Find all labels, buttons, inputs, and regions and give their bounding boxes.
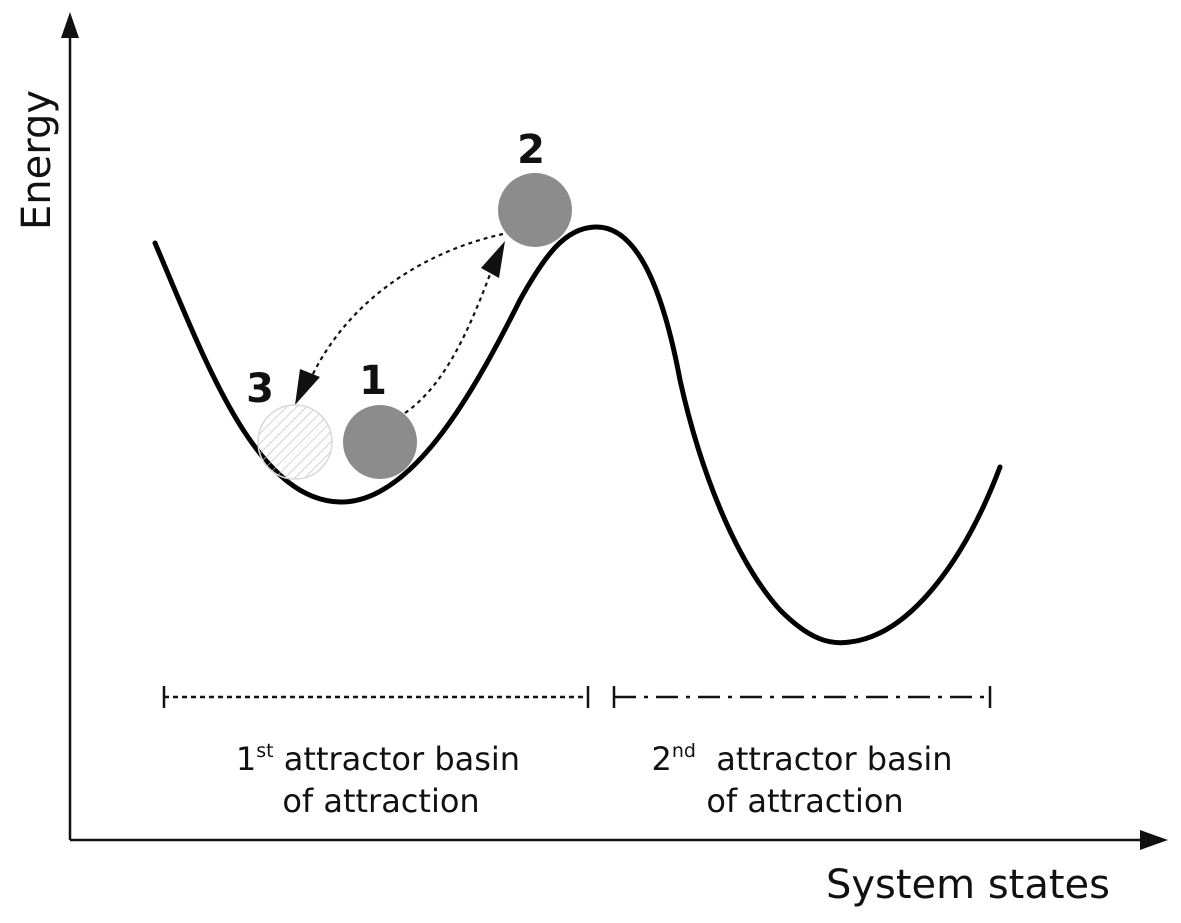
ball-1 [343, 405, 417, 479]
axes [61, 12, 1168, 850]
first-basin-number: 1 [236, 740, 256, 778]
y-axis-label: Energy [14, 90, 60, 230]
second-basin-label-line1: 2nd attractor basin [651, 740, 952, 778]
transition-arrow-2-to-3 [309, 232, 504, 381]
ball-2 [498, 173, 572, 247]
transition-arrow-1-to-2 [404, 257, 498, 414]
second-basin-bracket [612, 686, 992, 708]
ball-3-hatched [257, 404, 333, 480]
second-basin-line1-rest: attractor basin [696, 740, 953, 778]
first-basin-bracket [162, 686, 590, 708]
second-basin-superscript: nd [672, 740, 696, 762]
x-axis-arrow-icon [1140, 830, 1168, 850]
second-basin-number: 2 [651, 740, 671, 778]
ball-2-label: 2 [517, 127, 545, 173]
arrowhead-to-2-icon [481, 241, 505, 278]
arrowhead-to-3-icon [295, 369, 320, 405]
first-basin-label-line1: 1st attractor basin [236, 740, 520, 778]
first-basin-line1-rest: attractor basin [274, 740, 520, 778]
first-basin-superscript: st [256, 740, 273, 762]
x-axis-label: System states [826, 862, 1110, 908]
first-basin-label-line2: of attraction [282, 782, 479, 820]
second-basin-label-line2: of attraction [706, 782, 903, 820]
ball-1-label: 1 [359, 358, 387, 404]
energy-curve [152, 224, 1003, 646]
y-axis-arrow-icon [61, 12, 79, 38]
ball-3-label: 3 [246, 366, 274, 412]
